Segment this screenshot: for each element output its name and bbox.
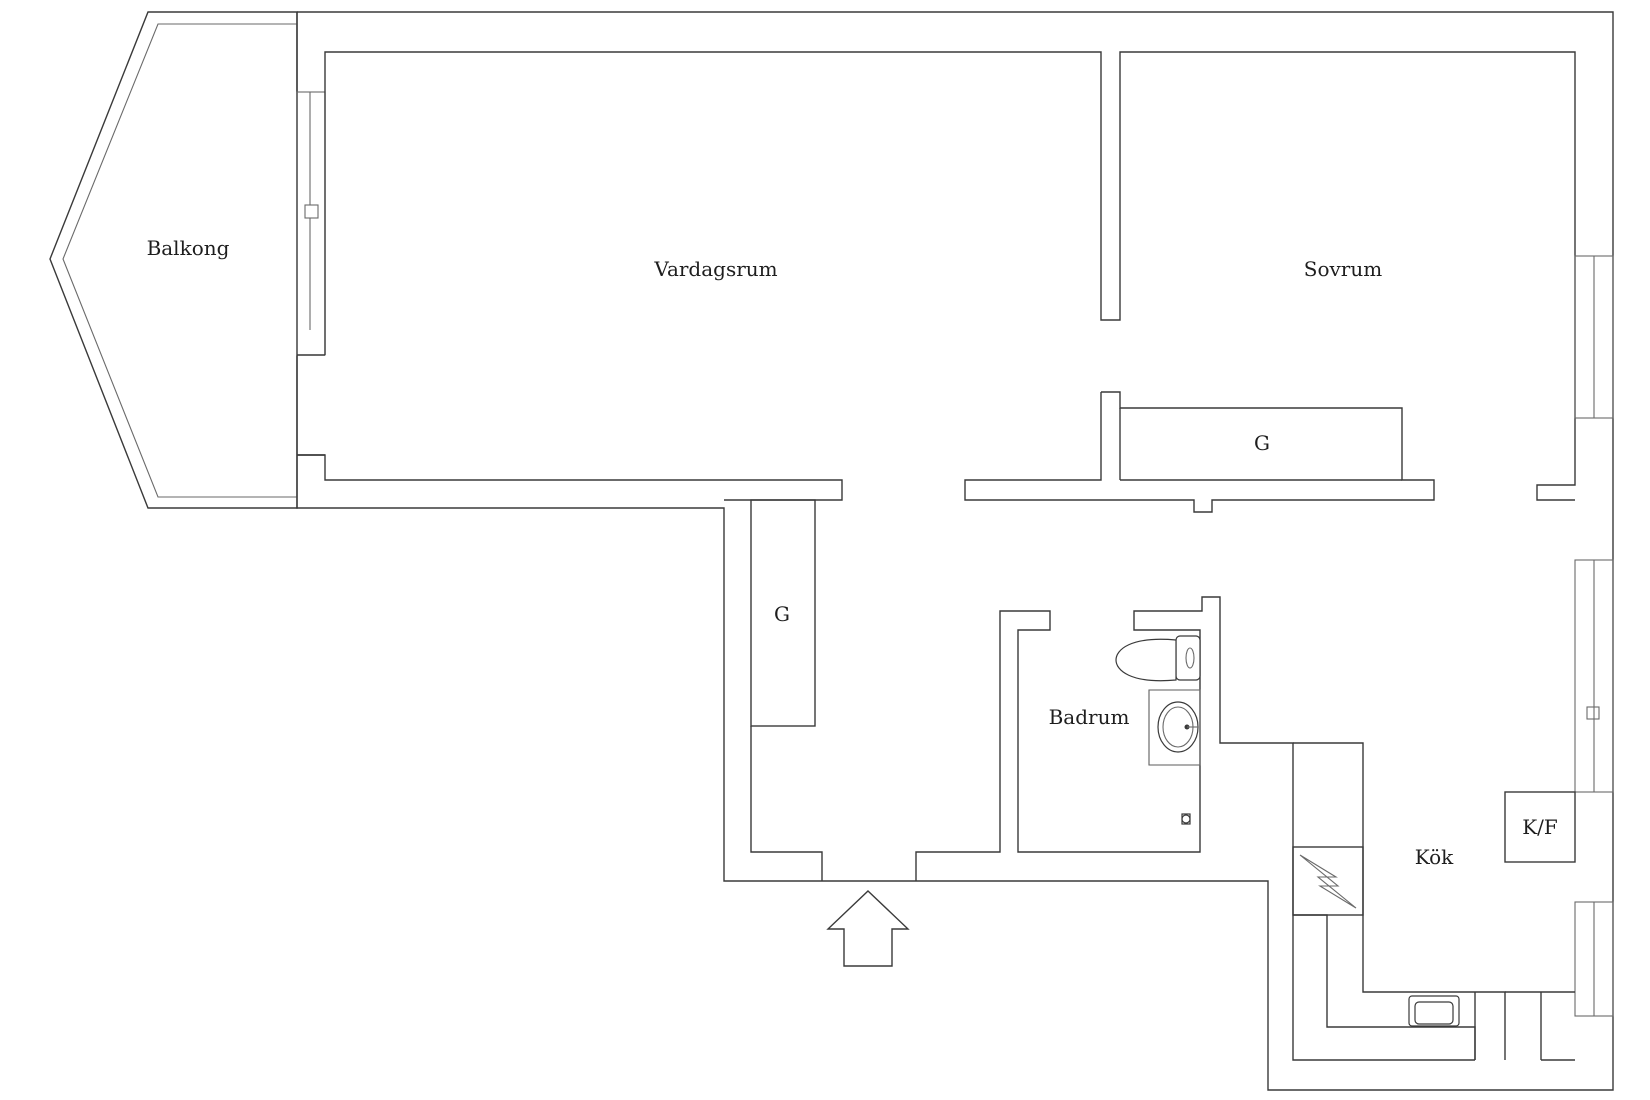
fridge-freezer-box <box>1504 791 1576 863</box>
living-room <box>297 51 1576 501</box>
room-label-hall-wardrobe: G <box>774 602 790 626</box>
room-label-vardagsrum: Vardagsrum <box>653 257 777 281</box>
lightning-bolt <box>1299 854 1357 909</box>
room-label-bedroom-wardrobe: G <box>1254 431 1270 455</box>
outer-walls <box>296 11 1614 1091</box>
electrical-panel-icon <box>1292 846 1364 916</box>
balcony-outline <box>49 11 298 509</box>
toilet-seat-line <box>1185 647 1195 669</box>
room-label-sovrum: Sovrum <box>1304 257 1382 281</box>
bedroom-south-wall <box>964 391 1435 513</box>
balcony-window <box>296 91 326 356</box>
room-label-kf: K/F <box>1522 815 1558 839</box>
balcony <box>49 11 298 509</box>
bathroom-walls <box>915 596 1475 1061</box>
room-label-badrum: Badrum <box>1049 705 1130 729</box>
shower-head <box>1181 814 1191 824</box>
bathroom <box>915 596 1475 1061</box>
hall-west-wall <box>750 726 823 881</box>
kitchen-sink-icon <box>1408 995 1460 1027</box>
bedroom-wardrobe <box>964 391 1435 513</box>
room-label-kok: Kök <box>1415 845 1454 869</box>
kitchen-counter-inner <box>1293 914 1476 1060</box>
window-handle <box>1586 706 1600 720</box>
shower-head-icon <box>1181 813 1191 825</box>
balcony-window-frame <box>296 91 326 356</box>
toilet-icon <box>1115 635 1201 682</box>
entrance-arrow <box>826 890 910 967</box>
sink-cabinet <box>1148 689 1201 766</box>
kitchen-counter-edge <box>1293 742 1506 1060</box>
balcony-door-handle <box>304 204 319 219</box>
hall-wardrobe <box>750 499 823 881</box>
balcony-inner-railing <box>62 23 298 498</box>
bathroom-sink-icon <box>1157 701 1199 753</box>
toilet-tank <box>1175 635 1201 681</box>
entrance-arrow-icon <box>826 890 910 967</box>
east-windows <box>1574 255 1614 1017</box>
outer-wall-outline <box>296 11 1614 1091</box>
toilet-bowl <box>1115 638 1177 682</box>
living-room-walls <box>324 51 1576 501</box>
kitchen-sink-basin <box>1414 1001 1454 1025</box>
living-room-south-wall <box>297 454 843 501</box>
room-label-balkong: Balkong <box>147 236 230 260</box>
hall-wardrobe-block <box>750 499 816 727</box>
electrical-panel-box <box>1292 846 1364 916</box>
